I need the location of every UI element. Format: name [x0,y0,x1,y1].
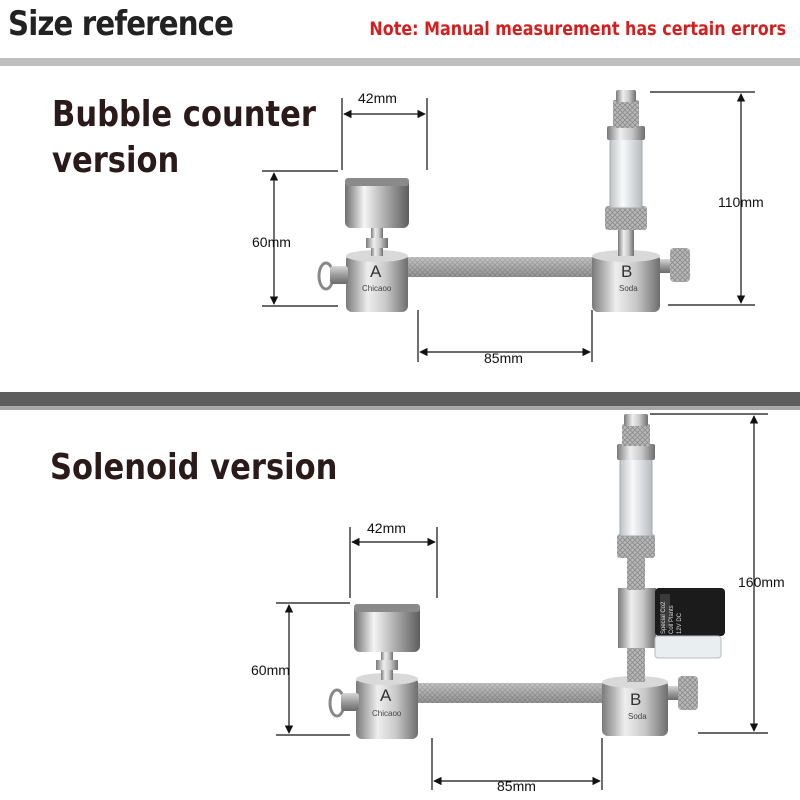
pressure-gauge [345,178,409,228]
bubble-counter-glass [619,457,653,537]
solenoid-text-line: Special Co2 [661,601,667,634]
block-a-brand: Chicaoo [372,709,402,718]
solenoid-assembly [328,414,725,739]
block-a-letter: A [370,262,382,281]
page-title: Size reference [8,4,234,44]
solenoid-gauge-width-label: 42mm [367,520,406,536]
bubble-section-title-line1: Bubble counter [52,94,317,135]
bubble-dimensions [262,91,755,362]
solenoid-section-title: Solenoid version [50,447,338,488]
block-a-letter: A [380,686,392,705]
section-divider [0,392,800,406]
adjust-knob [670,248,690,282]
bubble-counter-glass [609,137,643,209]
measurement-note: Note: Manual measurement has certain err… [369,18,786,40]
solenoid-height-right-label: 160mm [738,574,785,590]
block-b-brand: Soda [619,284,638,293]
header-divider [0,58,800,66]
solenoid-coil [655,588,725,636]
solenoid-valve-body [618,588,656,648]
block-a-brand: Chicaoo [362,284,392,293]
valve-block-b [602,680,668,736]
block-b-letter: B [621,262,633,281]
valve-block-b [592,254,660,312]
bubble-counter-assembly [317,90,690,312]
solenoid-text-line: 12V DC [677,612,683,634]
pressure-gauge [354,604,420,652]
bubble-span-label: 85mm [484,350,523,366]
bubble-height-left-label: 60mm [252,234,291,250]
solenoid-dimensions [276,413,768,790]
block-b-brand: Soda [628,712,647,721]
solenoid-text-line: Coil Plants [669,605,675,634]
bubble-section-title-line2: version [52,140,180,181]
solenoid-span-label: 85mm [497,778,536,794]
bubble-gauge-width-label: 42mm [358,90,397,106]
valve-block-a [346,254,408,312]
solenoid-height-left-label: 60mm [251,662,290,678]
adjust-knob [678,676,698,710]
section-divider-shadow [0,406,800,410]
block-b-letter: B [630,690,642,709]
valve-block-a [356,677,418,739]
bubble-height-right-label: 110mm [718,194,764,210]
solenoid-coil-label: Special Co2 Coil Plants 12V DC [660,576,684,634]
